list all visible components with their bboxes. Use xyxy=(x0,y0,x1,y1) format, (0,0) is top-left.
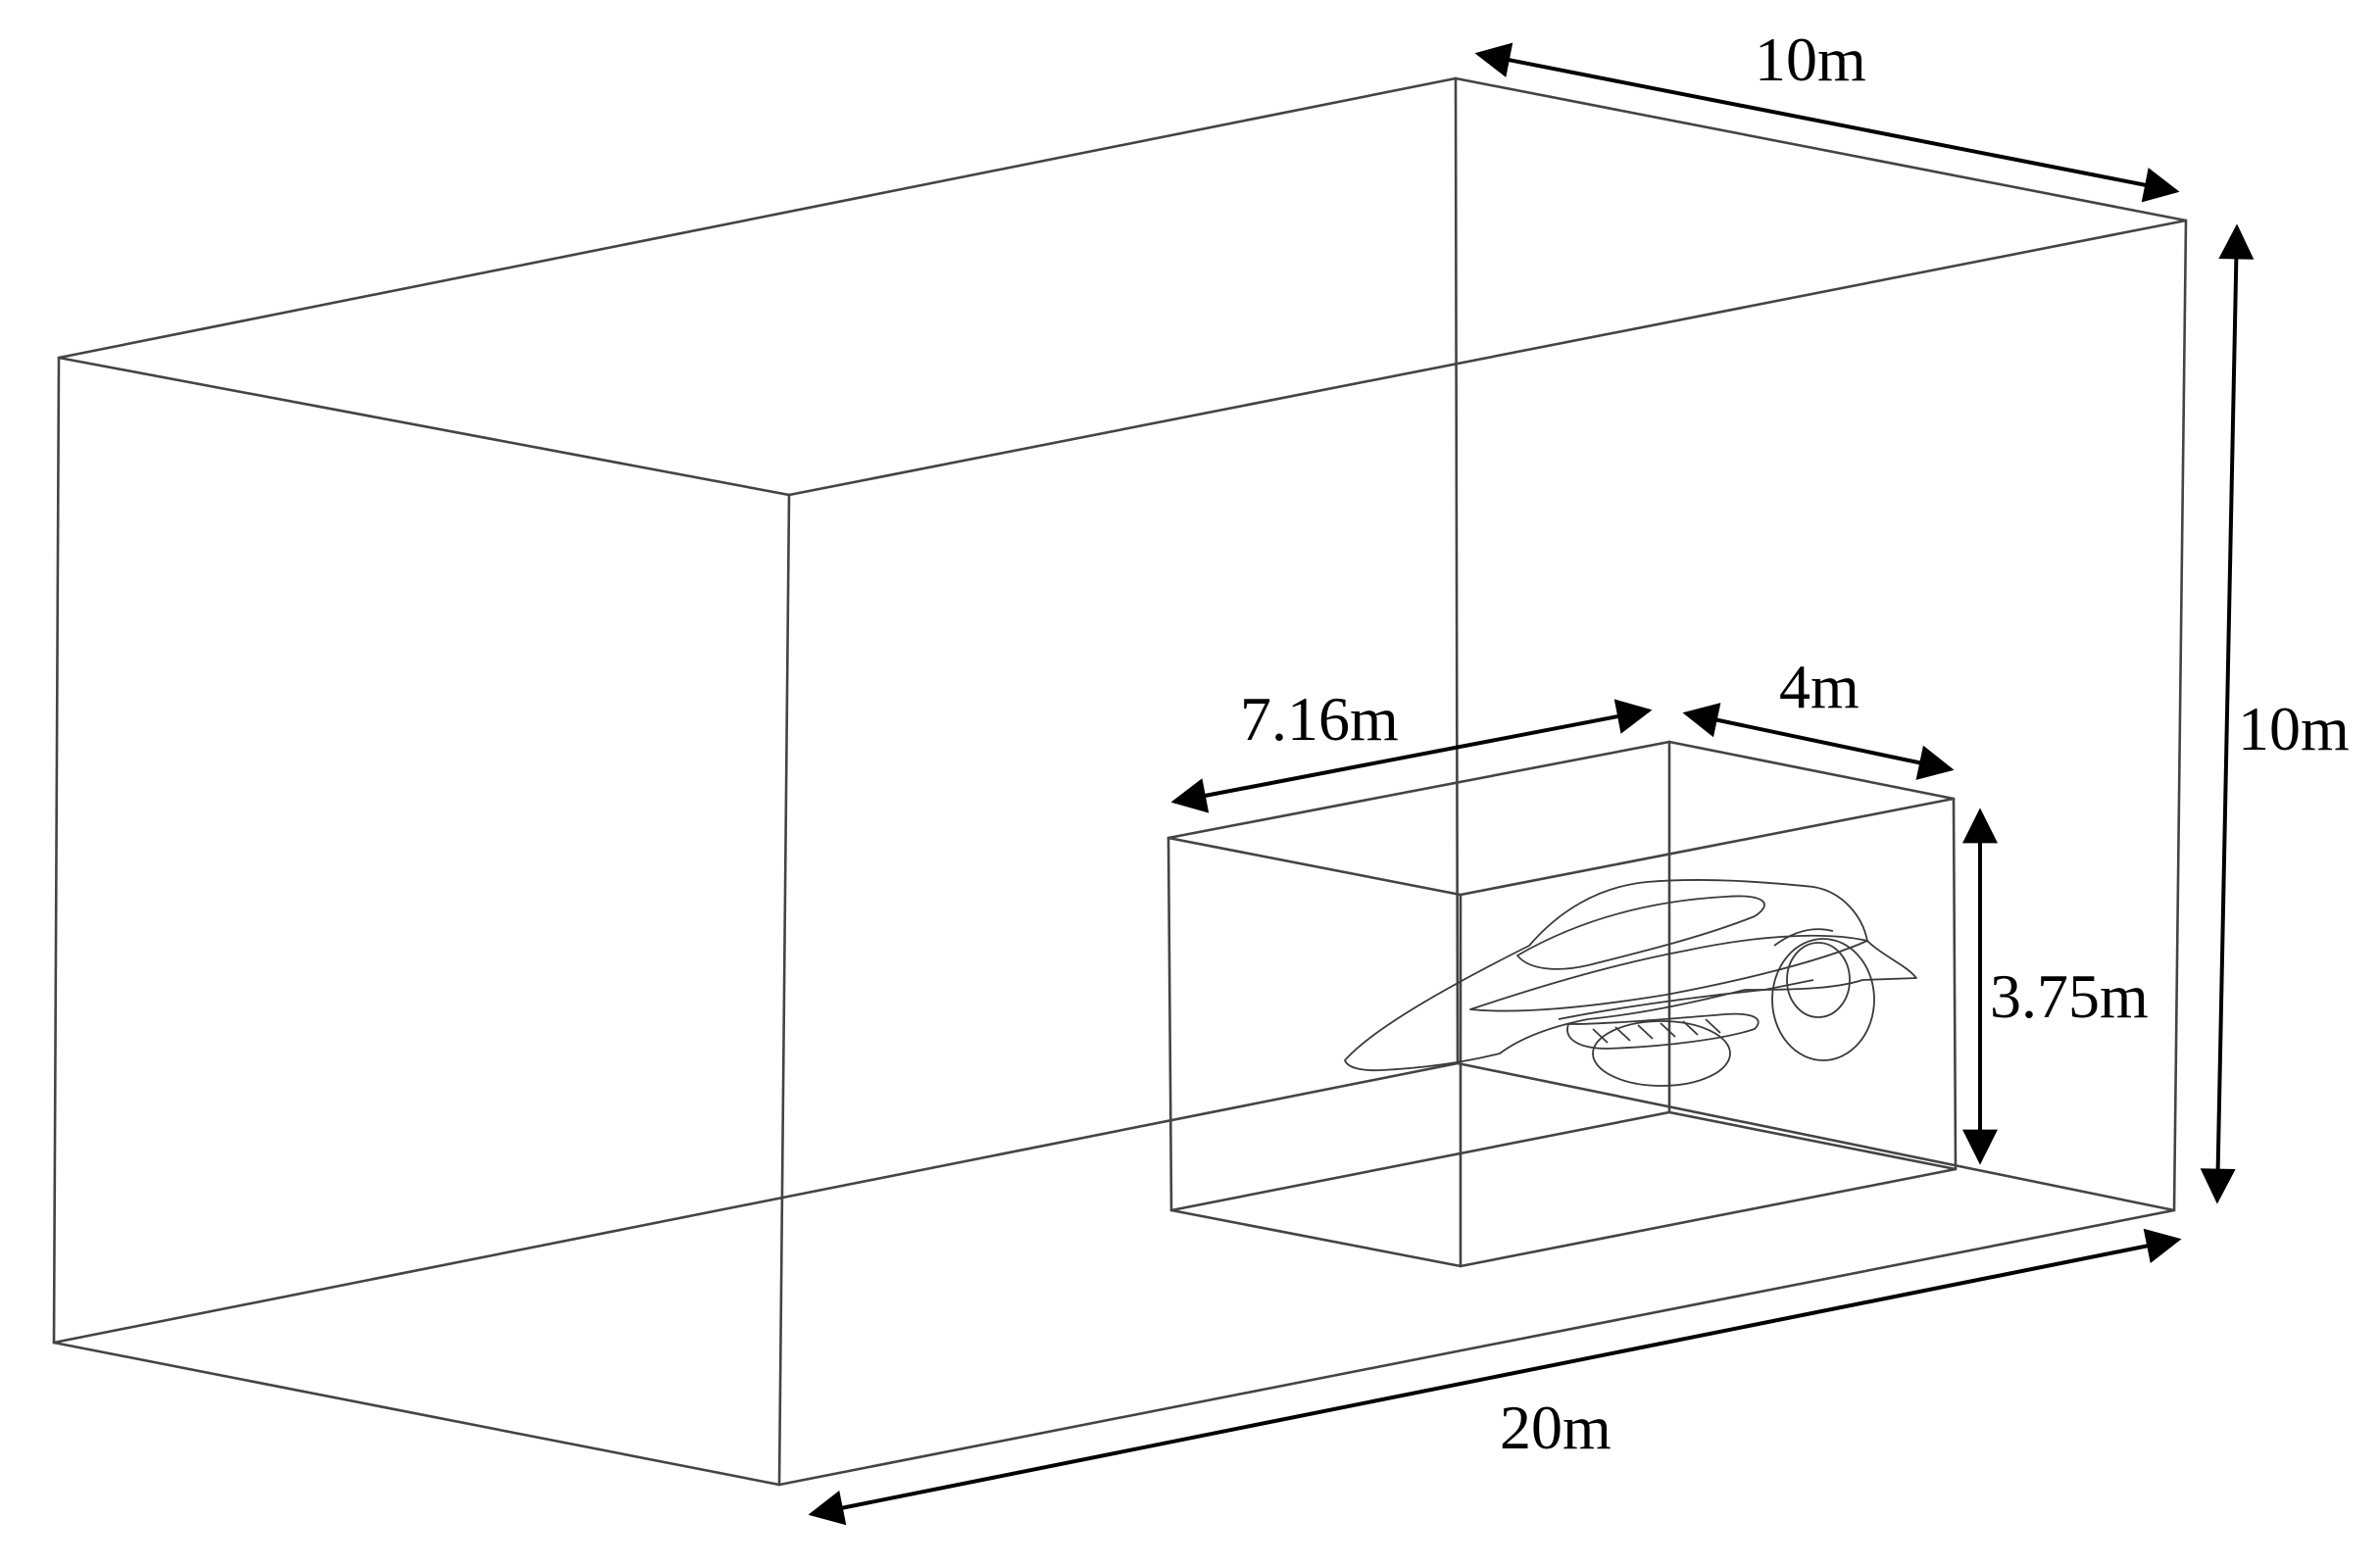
inner-top-left-edge xyxy=(1166,836,1463,897)
inner-bottom-right-edge xyxy=(1667,1110,1958,1171)
outer-top-front-edge xyxy=(787,219,2188,497)
inner-length-arrow xyxy=(1170,699,1653,813)
inner-refinement-box xyxy=(1166,740,1958,1268)
outer-right-front-edge xyxy=(2172,219,2188,1212)
outer-width-label: 10m xyxy=(1755,24,1866,94)
vehicle-rear-wing-outline xyxy=(1773,928,1834,947)
vehicle-side-panel-outline xyxy=(1469,934,1868,1012)
inner-top-front-edge xyxy=(1459,797,1956,897)
vehicle-canopy-outline xyxy=(1516,895,1765,970)
outer-bottom-right-edge xyxy=(1456,1061,2176,1212)
outer-top-left-edge xyxy=(57,356,791,497)
inner-right-front-edge xyxy=(1952,797,1958,1171)
vehicle-front-wheel-outline xyxy=(1592,1020,1731,1087)
inner-width-label: 4m xyxy=(1779,652,1859,721)
vehicle-body-outline xyxy=(1344,879,1917,1072)
vehicle-underbody-outline xyxy=(1566,1012,1760,1050)
dimension-arrows xyxy=(808,42,2255,1526)
vehicle-floor-line xyxy=(1558,979,1814,1020)
inner-length-label: 7.16m xyxy=(1240,684,1399,754)
dimension-labels: 10m 10m 20m 7.16m 4m 3.75m xyxy=(1240,24,2350,1462)
outer-width-arrow xyxy=(1474,42,2180,203)
inner-width-arrow xyxy=(1682,703,1955,780)
vehicle-rear-wheel-outer-outline xyxy=(1771,938,1875,1061)
outer-height-arrow xyxy=(2200,223,2255,1204)
outer-length-arrow xyxy=(808,1228,2182,1526)
outer-bottom-front-edge xyxy=(777,1208,2176,1487)
outer-bottom-back-edge xyxy=(52,1061,1460,1345)
outer-bottom-left-edge xyxy=(52,1341,781,1487)
inner-bottom-left-edge xyxy=(1169,1208,1463,1268)
inner-top-right-edge xyxy=(1667,740,1956,801)
inner-bottom-back-edge xyxy=(1169,1110,1671,1212)
outer-length-label: 20m xyxy=(1500,1393,1611,1462)
inner-left-back-edge xyxy=(1166,836,1173,1212)
outer-front-left-edge xyxy=(777,493,791,1487)
inner-bottom-front-edge xyxy=(1459,1167,1958,1268)
outer-back-right-edge xyxy=(1454,76,1460,1065)
vehicle-diffuser-strakes xyxy=(1592,1018,1721,1044)
outer-top-back-edge xyxy=(57,76,1458,360)
outer-top-right-edge xyxy=(1454,76,2188,222)
vehicle-outline xyxy=(1344,879,1917,1087)
outer-height-label: 10m xyxy=(2238,694,2350,763)
outer-left-back-edge xyxy=(52,356,61,1345)
vehicle-rear-wheel-inner-outline xyxy=(1786,942,1851,1018)
inner-height-label: 3.75m xyxy=(1990,961,2149,1031)
